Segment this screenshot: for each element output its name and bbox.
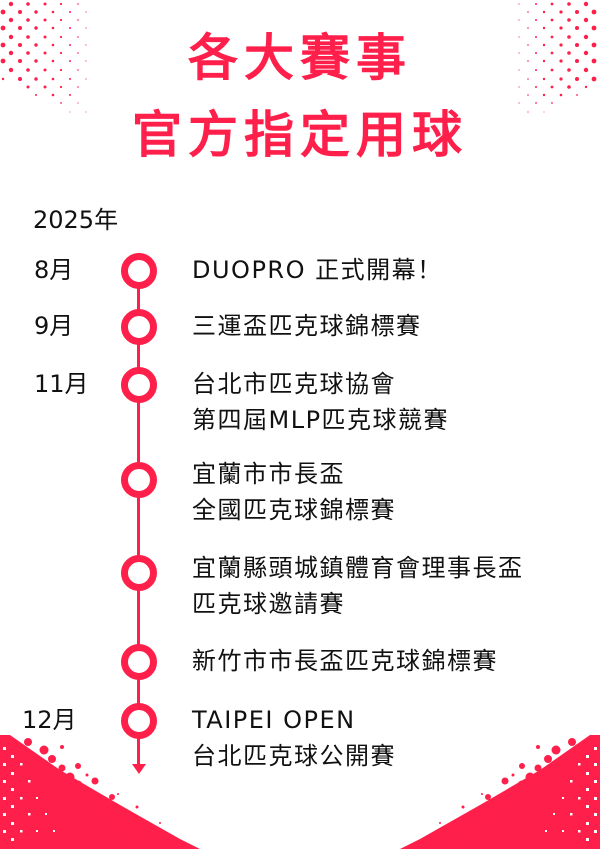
event-line: 新竹市市長盃匹克球錦標賽 [192,647,498,675]
timeline-event: 宜蘭市市長盃 全國匹克球錦標賽 [192,456,396,528]
year-label: 2025年 [33,206,119,234]
timeline-node-icon [121,367,157,403]
halftone-dots-bottom-right [400,735,600,849]
month-label: 8月 [34,256,74,284]
timeline-event: 三運盃匹克球錦標賽 [192,308,422,344]
timeline-event: 台北市匹克球協會 第四屆MLP匹克球競賽 [192,366,449,438]
timeline-event: DUOPRO 正式開幕！ [192,252,443,288]
halftone-dots-bottom-left [0,735,200,849]
event-line: TAIPEI OPEN [192,706,356,734]
title-line-1: 各大賽事 [188,29,412,87]
event-line: 台北市匹克球協會 [192,370,396,398]
event-line: DUOPRO 正式開幕！ [192,256,443,284]
event-line: 台北匹克球公開賽 [192,742,396,770]
timeline-event: TAIPEI OPEN 台北匹克球公開賽 [192,702,396,774]
event-line: 宜蘭市市長盃 [192,460,345,488]
timeline-event: 宜蘭縣頭城鎮體育會理事長盃 匹克球邀請賽 [192,550,524,622]
timeline-node-icon [121,462,157,498]
event-line: 宜蘭縣頭城鎮體育會理事長盃 [192,554,524,582]
timeline-node-icon [121,555,157,591]
event-line: 第四屆MLP匹克球競賽 [192,406,450,434]
timeline-node-icon [121,644,157,680]
event-line: 全國匹克球錦標賽 [192,496,396,524]
month-label: 12月 [22,706,77,734]
month-label: 9月 [34,312,74,340]
timeline-line [137,270,140,766]
event-line: 匹克球邀請賽 [192,590,345,618]
arrow-down-icon [131,764,146,774]
title-line-2: 官方指定用球 [132,106,468,164]
timeline-node-icon [121,309,157,345]
timeline-node-icon [121,703,157,739]
timeline-event: 新竹市市長盃匹克球錦標賽 [192,643,498,679]
month-label: 11月 [34,370,89,398]
timeline-node-icon [121,253,157,289]
event-line: 三運盃匹克球錦標賽 [192,312,422,340]
